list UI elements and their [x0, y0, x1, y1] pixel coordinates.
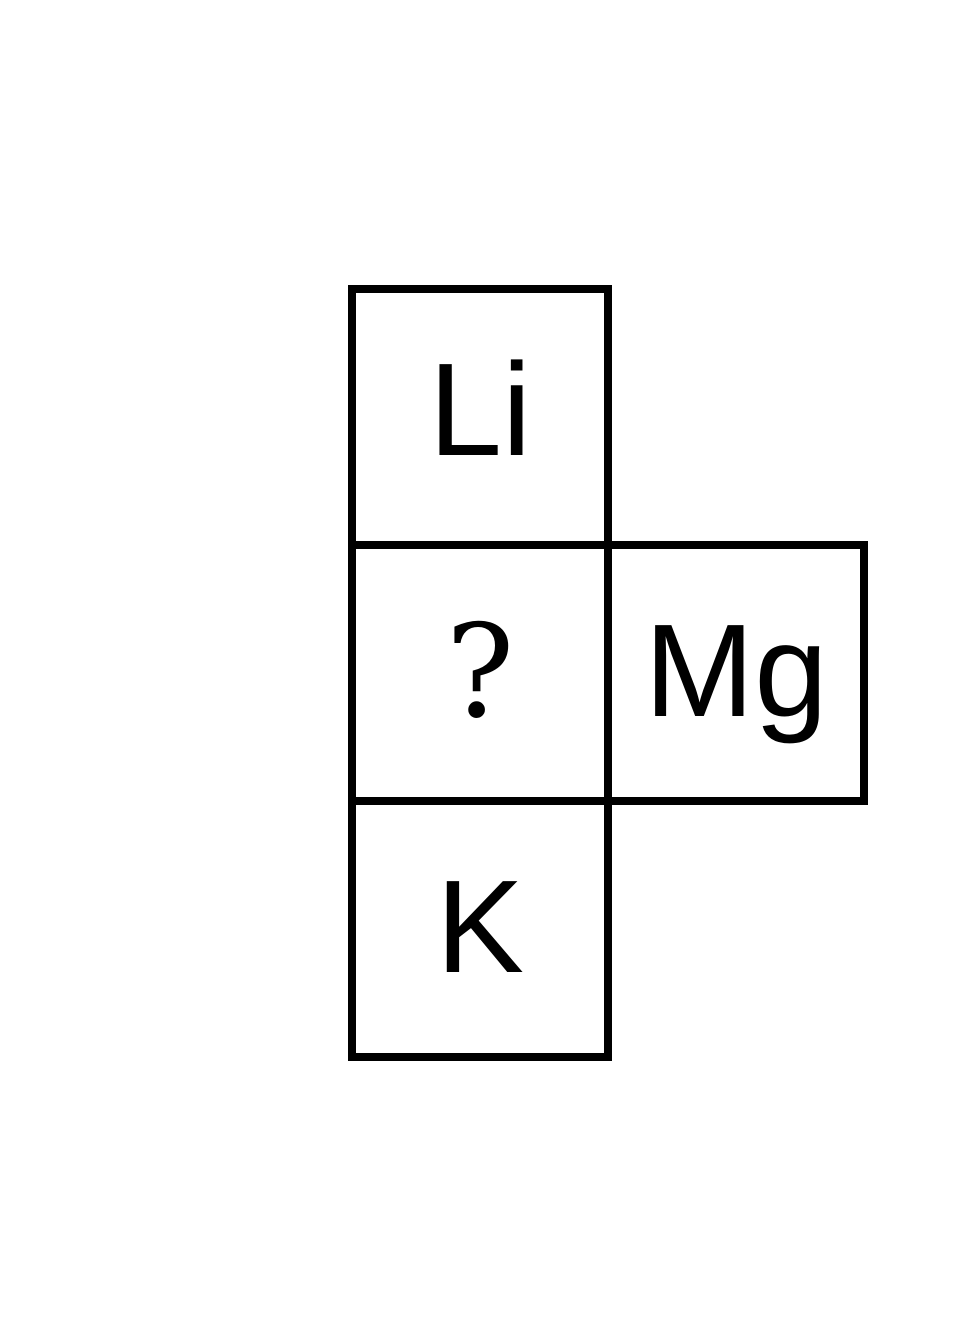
element-cell-li: Li [348, 285, 612, 549]
element-symbol-li: Li [428, 336, 532, 483]
element-cell-k: K [348, 797, 612, 1061]
element-symbol-mg: Mg [644, 597, 828, 744]
element-cell-unknown: ? [348, 541, 612, 805]
unknown-symbol: ? [445, 598, 515, 747]
element-symbol-k: K [435, 853, 525, 1000]
element-cell-mg: Mg [604, 541, 868, 805]
